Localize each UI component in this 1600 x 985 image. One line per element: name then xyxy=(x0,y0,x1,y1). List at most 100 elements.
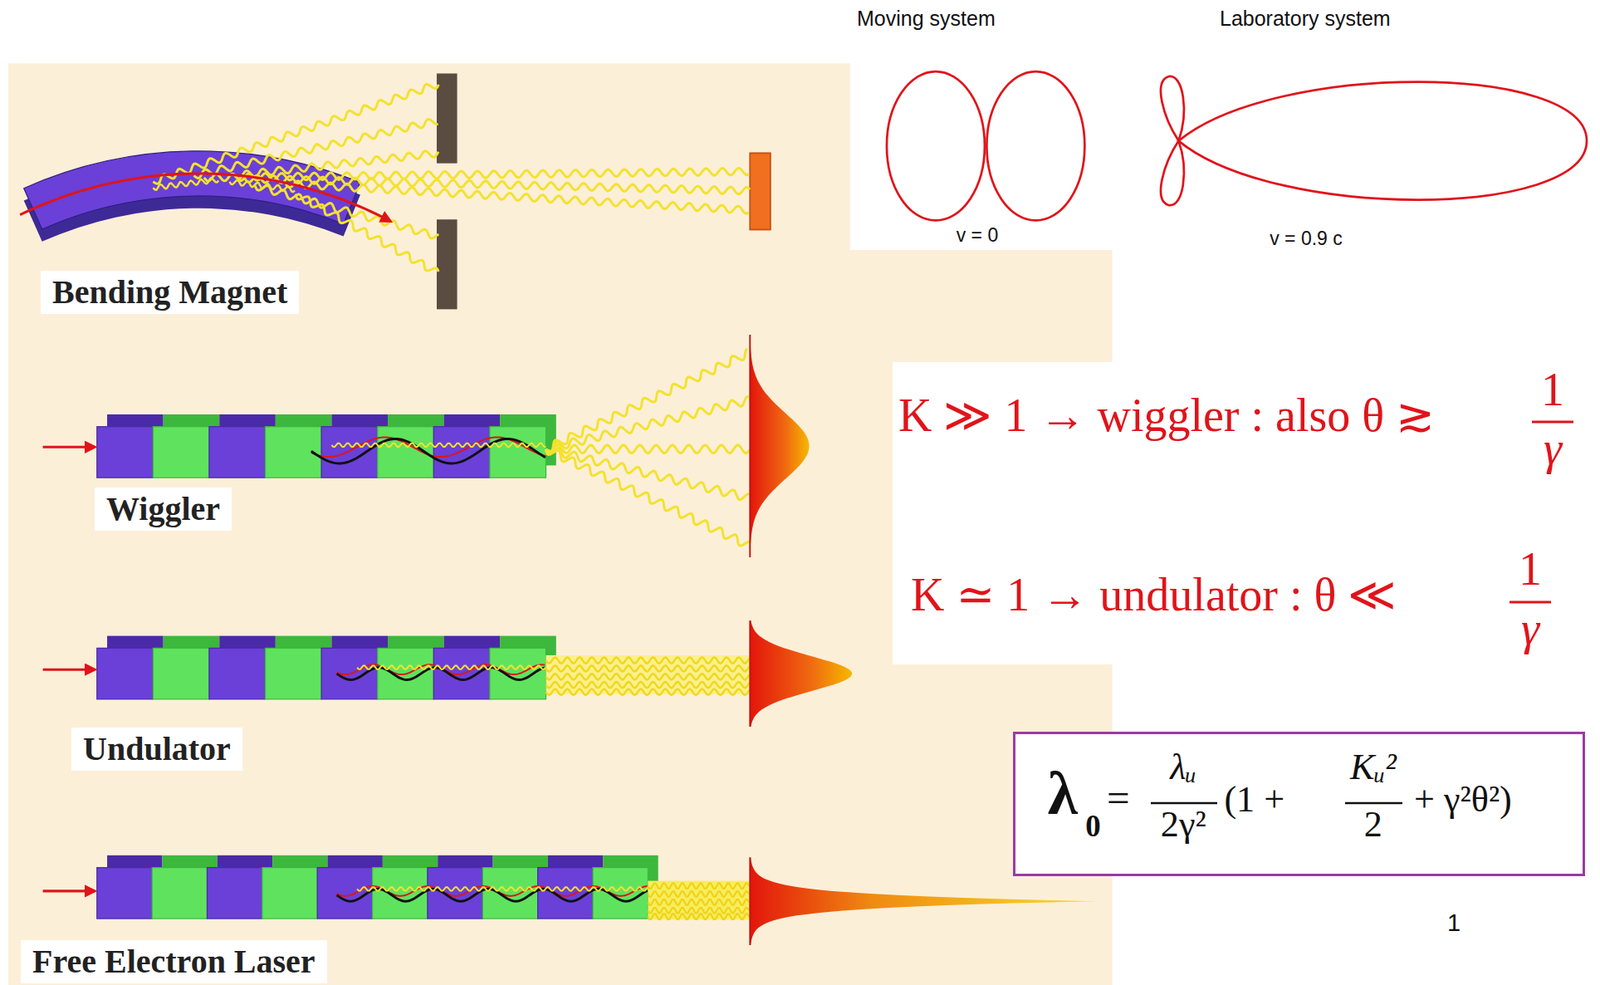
formula-term: + γ²θ²) xyxy=(1414,781,1512,818)
profile-axis xyxy=(748,620,751,727)
radiation-ray xyxy=(545,681,749,688)
radiation-ray xyxy=(357,886,648,891)
velocity-label: v = 0 xyxy=(956,225,999,245)
device-name: Wiggler xyxy=(106,490,221,528)
radiation-ray xyxy=(647,899,749,905)
dipole-lobe xyxy=(986,71,1085,221)
electron-trajectory xyxy=(311,438,546,463)
formula-term: 2 xyxy=(1364,806,1383,843)
radiation-beam xyxy=(647,880,750,920)
electron-trajectory xyxy=(337,888,648,901)
radiation-ray xyxy=(545,689,749,695)
target xyxy=(749,152,771,230)
dipole-lobe xyxy=(886,71,985,221)
radiation-ray xyxy=(647,890,749,896)
radiation-ray xyxy=(545,656,749,663)
fraction-denominator: γ xyxy=(1543,425,1562,472)
radiation-ray xyxy=(152,83,439,184)
intensity-profile xyxy=(749,334,809,558)
radiation-ray xyxy=(152,178,219,191)
radiation-ray xyxy=(545,665,749,671)
radiation-ray xyxy=(357,665,546,670)
regime-note: K ≫ 1 → wiggler : also θ ≳ xyxy=(898,391,1435,439)
magnet-block xyxy=(97,426,154,478)
radiation-ray xyxy=(194,119,439,179)
device-label: Bending Magnet xyxy=(40,270,299,314)
fraction-bar xyxy=(1345,802,1403,805)
magnet-block xyxy=(97,647,154,699)
magnet-block xyxy=(482,867,538,919)
magnet-block xyxy=(433,426,490,478)
intensity-profile xyxy=(749,620,852,727)
radiation-ray xyxy=(545,673,749,680)
radiation-beam xyxy=(545,655,750,695)
magnet-block xyxy=(152,647,210,699)
magnet-block xyxy=(152,426,210,478)
magnet-block xyxy=(317,867,372,919)
formula-term: = xyxy=(1106,777,1131,818)
text-ground xyxy=(892,362,1596,665)
fraction-bar xyxy=(1531,420,1574,424)
velocity-label: v = 0.9 c xyxy=(1269,229,1343,249)
radiation-ray xyxy=(647,907,749,913)
slit-bar xyxy=(436,219,458,309)
formula-term: Kᵤ² xyxy=(1350,748,1397,786)
radiation-ray xyxy=(295,194,438,273)
magnet-block xyxy=(262,867,318,919)
formula-term: λᵤ xyxy=(1169,748,1197,786)
radiation-ray xyxy=(285,181,749,214)
radiation-ray xyxy=(545,396,749,452)
radiation-ray xyxy=(254,185,439,239)
magnet-block xyxy=(206,867,262,919)
formula-term: 2γ² xyxy=(1160,806,1207,843)
plot-title: Laboratory system xyxy=(1219,8,1391,30)
fraction-denominator: γ xyxy=(1521,605,1540,652)
magnet-block xyxy=(427,867,483,919)
magnet-block xyxy=(372,867,428,919)
formula-ground xyxy=(1012,731,1586,876)
magnet-block xyxy=(265,647,323,699)
electron-beam xyxy=(43,445,96,449)
radiation-ray xyxy=(545,449,751,546)
back-lobe xyxy=(1160,141,1185,206)
magnet-block xyxy=(321,426,378,478)
fraction-bar xyxy=(1150,802,1218,805)
device-name: Undulator xyxy=(83,730,231,768)
fraction-numerator: 1 xyxy=(1518,545,1542,593)
electron-beam xyxy=(43,889,96,892)
forward-lobe xyxy=(1178,82,1587,201)
formula-term: (1 + xyxy=(1223,781,1285,818)
slit-bar xyxy=(436,73,458,163)
magnet-block xyxy=(151,867,207,919)
regime-note: K ≃ 1 → undulator : θ ≪ xyxy=(910,571,1397,618)
electron-path xyxy=(19,173,391,222)
device-label: Undulator xyxy=(71,727,243,771)
radiation-ray xyxy=(331,443,546,447)
magnet-block xyxy=(209,426,266,478)
magnet-block xyxy=(538,867,593,919)
radiation-ray xyxy=(647,913,749,919)
plot-title: Moving system xyxy=(856,8,996,30)
device-name: Bending Magnet xyxy=(52,274,288,311)
radiation-ray xyxy=(545,447,751,500)
magnet-block xyxy=(97,867,152,919)
electron-orbit xyxy=(337,664,546,675)
fraction-numerator: 1 xyxy=(1541,366,1565,413)
formula-term: λ xyxy=(1047,763,1078,825)
page-number: 1 xyxy=(1447,910,1461,935)
device-label: Free Electron Laser xyxy=(20,939,328,984)
back-lobe xyxy=(1160,76,1185,142)
electron-beam xyxy=(43,668,96,671)
magnet-block xyxy=(209,647,266,699)
radiation-ray xyxy=(545,348,748,451)
device-name: Free Electron Laser xyxy=(32,943,316,980)
profile-axis xyxy=(748,856,751,945)
fraction-bar xyxy=(1509,601,1552,604)
formula-term: 0 xyxy=(1085,811,1101,842)
device-label: Wiggler xyxy=(94,487,232,531)
radiation-ray xyxy=(647,883,749,889)
profile-axis xyxy=(748,334,751,558)
